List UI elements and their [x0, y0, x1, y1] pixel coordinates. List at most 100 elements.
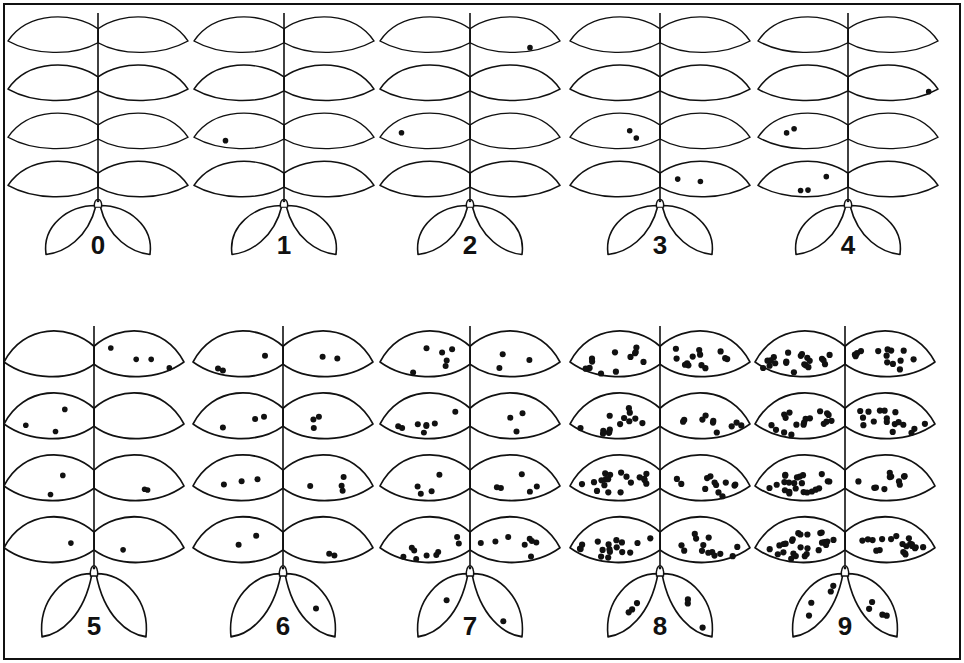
- lesion-dot: [690, 354, 696, 360]
- lesion-dot: [766, 485, 772, 491]
- lesion-dot: [819, 529, 825, 535]
- lesion-dot: [519, 471, 525, 477]
- lesion-dot: [436, 472, 442, 478]
- lesion-dot: [522, 542, 528, 548]
- lesion-dot: [711, 552, 717, 558]
- lesion-dot: [819, 471, 825, 477]
- lesion-dot: [873, 484, 879, 490]
- lesion-dot: [703, 412, 709, 418]
- lesion-dot: [452, 409, 458, 415]
- lesion-dot: [854, 350, 860, 356]
- compound-leaf: [755, 326, 935, 637]
- lesion-dot: [415, 421, 421, 427]
- lesion-dot: [236, 542, 242, 548]
- lesion-dot: [591, 479, 597, 485]
- lesion-dot: [633, 345, 639, 351]
- lesion-dot: [808, 600, 814, 606]
- lesion-dot: [623, 474, 629, 480]
- lesion-dot: [577, 425, 583, 431]
- lesion-dot: [496, 365, 502, 371]
- lesion-dot: [768, 422, 774, 428]
- lesion-dot: [534, 484, 540, 490]
- lesion-dot: [760, 365, 766, 371]
- lesion-dot: [718, 348, 724, 354]
- lesion-dot: [922, 421, 928, 427]
- lesion-dot: [627, 410, 633, 416]
- lesion-dot: [600, 547, 606, 553]
- lesion-dot: [700, 542, 706, 548]
- lesion-dot: [632, 415, 638, 421]
- lesion-dot: [823, 542, 829, 548]
- lesion-dot: [821, 421, 827, 427]
- lesion-dot: [142, 486, 148, 492]
- lesion-dot: [432, 421, 438, 427]
- lesion-dot: [789, 538, 795, 544]
- lesion-dot: [316, 414, 322, 420]
- lesion-dot: [223, 138, 229, 144]
- scale-number: 3: [653, 232, 667, 258]
- lesion-dot: [614, 544, 620, 550]
- lesion-dot: [902, 550, 908, 556]
- lesion-dot: [764, 358, 770, 364]
- lesion-dot: [827, 352, 833, 358]
- lesion-dot: [730, 553, 736, 559]
- lesion-dot: [898, 358, 904, 364]
- lesion-dot: [68, 540, 74, 546]
- lesion-dot: [261, 414, 267, 420]
- lesion-dot: [60, 473, 66, 479]
- lesion-dot: [53, 429, 59, 435]
- lesion-dot: [729, 423, 735, 429]
- lesion-dot: [400, 554, 406, 560]
- lesion-dot: [865, 536, 871, 542]
- lesion-dot: [607, 413, 613, 419]
- lesion-dot: [926, 89, 932, 95]
- lesion-dot: [320, 354, 326, 360]
- lesion-dot: [505, 534, 511, 540]
- lesion-dot: [418, 491, 424, 497]
- compound-leaf: [193, 326, 373, 637]
- lesion-dot: [533, 539, 539, 545]
- scale-number: 0: [91, 232, 105, 258]
- lesion-dot: [494, 484, 500, 490]
- lesion-dot: [619, 549, 625, 555]
- lesion-dot: [253, 533, 259, 539]
- lesion-dot: [773, 427, 779, 433]
- lesion-dot: [697, 352, 703, 358]
- lesion-dot: [896, 419, 902, 425]
- lesion-dot: [782, 472, 788, 478]
- lesion-dot: [326, 551, 332, 557]
- lesion-dot: [888, 347, 894, 353]
- lesion-dot: [424, 552, 430, 558]
- lesion-dot: [678, 481, 684, 487]
- lesion-dot: [331, 553, 337, 559]
- scale-number: 6: [276, 613, 290, 639]
- lesion-dot: [797, 531, 803, 537]
- lesion-dot: [820, 357, 826, 363]
- lesion-dot: [816, 547, 822, 553]
- lesion-dot: [860, 422, 866, 428]
- lesion-dot: [911, 356, 917, 362]
- lesion-dot: [859, 538, 865, 544]
- lesion-dot: [514, 429, 520, 435]
- lesion-dot: [399, 130, 405, 136]
- lesion-dot: [804, 355, 810, 361]
- lesion-dot: [877, 407, 883, 413]
- lesion-dot: [901, 348, 907, 354]
- lesion-dot: [640, 359, 646, 365]
- lesion-dot: [680, 419, 686, 425]
- lesion-dot: [893, 533, 899, 539]
- lesion-dot: [627, 549, 633, 555]
- lesion-dot: [879, 536, 885, 542]
- lesion-dot: [786, 490, 792, 496]
- lesion-dot: [776, 542, 782, 548]
- lesion-dot: [618, 489, 624, 495]
- lesion-dot: [339, 483, 345, 489]
- lesion-dot: [805, 187, 811, 193]
- lesion-dot: [598, 554, 604, 560]
- scale-number: 4: [841, 232, 855, 258]
- lesion-dot: [799, 480, 805, 486]
- lesion-dot: [888, 536, 894, 542]
- lesion-dot: [528, 554, 534, 560]
- lesion-dot: [311, 425, 317, 431]
- lesion-dot: [526, 357, 532, 363]
